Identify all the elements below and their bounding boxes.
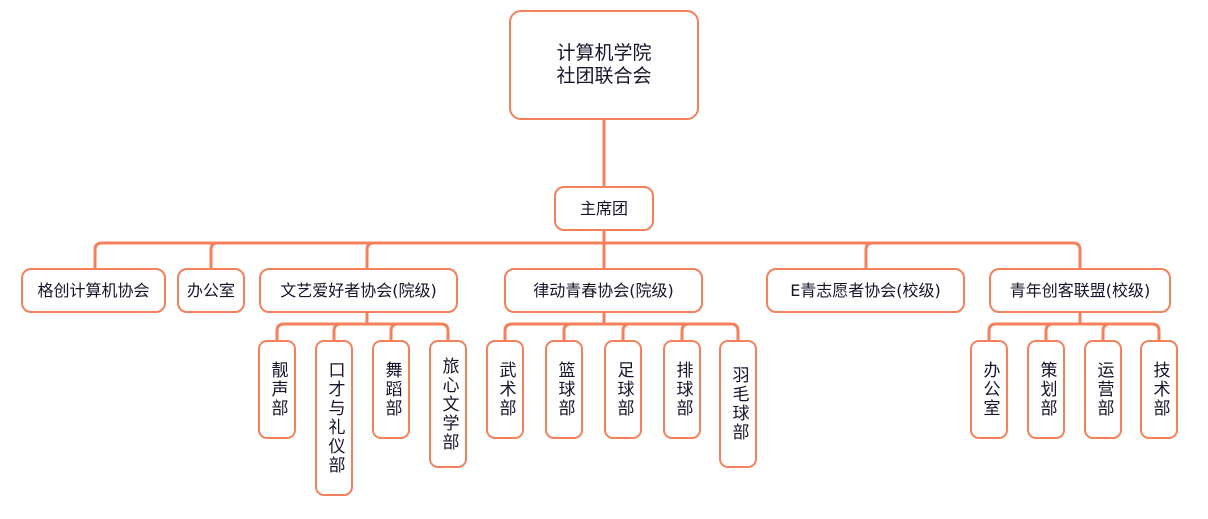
drop-sports-4 [680,322,690,340]
drop-arts [365,241,375,268]
node-office-top[interactable]: 办公室 [177,268,245,313]
node-dance-department[interactable]: 舞蹈部 [372,340,410,439]
drop-office [209,241,219,268]
bus-maker [987,322,1161,340]
drop-arts-2 [332,322,342,340]
node-e-volunteer-association[interactable]: E青志愿者协会(校级) [766,268,965,313]
node-root[interactable]: 计算机学院 社团联合会 [509,10,699,120]
node-technology-department[interactable]: 技术部 [1140,340,1178,439]
drop-volunteer [864,241,874,268]
node-presidium[interactable]: 主席团 [554,186,654,231]
node-youth-maker-alliance[interactable]: 青年创客联盟(校级) [989,268,1171,313]
node-eloquence-etiquette-department[interactable]: 口才与礼仪部 [315,340,353,496]
node-liangsheng-department[interactable]: 靓声部 [258,340,296,439]
node-gechuang-computer-association[interactable]: 格创计算机协会 [21,268,166,313]
node-rhythm-youth-association[interactable]: 律动青春协会(院级) [504,268,703,313]
node-lvxin-literature-department[interactable]: 旅心文学部 [429,340,467,468]
bus-arts [275,322,450,340]
node-planning-department[interactable]: 策划部 [1027,340,1065,439]
bus-level3 [93,241,1082,268]
node-football-department[interactable]: 足球部 [604,340,642,439]
node-martial-arts-department[interactable]: 武术部 [486,340,524,439]
node-operations-department[interactable]: 运营部 [1084,340,1122,439]
node-office-maker[interactable]: 办公室 [970,340,1008,439]
drop-maker-3 [1101,322,1111,340]
bus-sports [503,322,740,340]
drop-arts-3 [389,322,399,340]
drop-maker-2 [1044,322,1054,340]
drop-sports-3 [621,322,631,340]
node-arts-lovers-association[interactable]: 文艺爱好者协会(院级) [259,268,458,313]
drop-sports-2 [562,322,572,340]
node-volleyball-department[interactable]: 排球部 [663,340,701,439]
node-badminton-department[interactable]: 羽毛球部 [719,340,757,468]
node-basketball-department[interactable]: 篮球部 [545,340,583,439]
